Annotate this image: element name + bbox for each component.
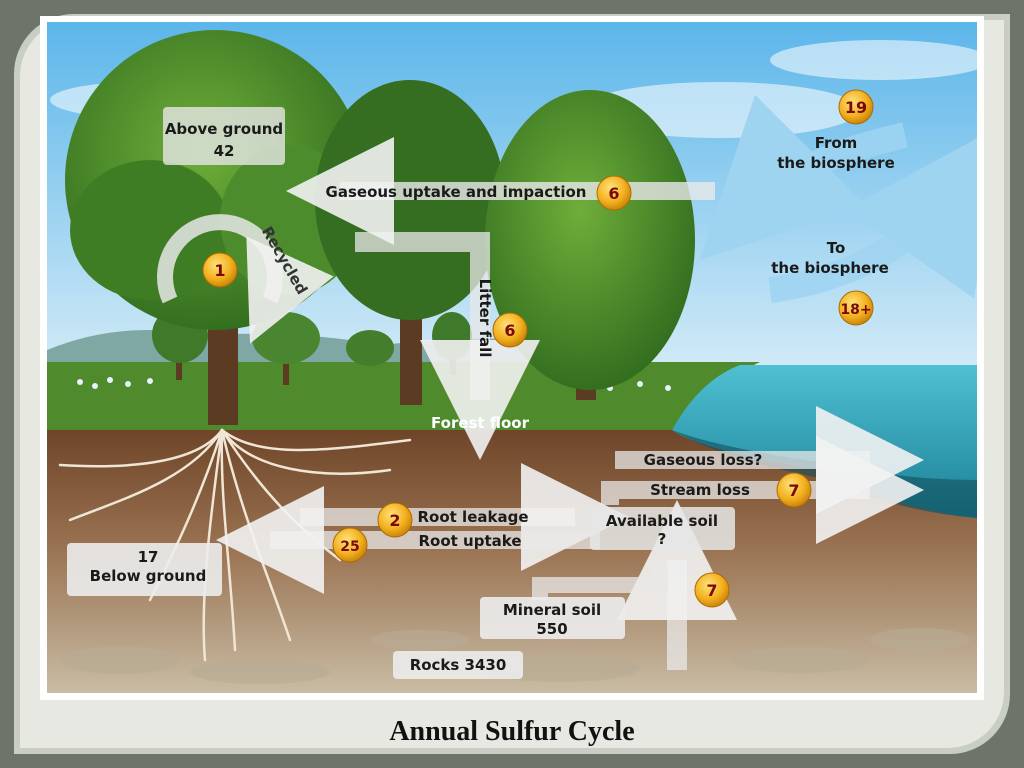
gaseous-uptake-label: Gaseous uptake and impaction	[326, 183, 587, 201]
from-biosphere-label-line2: the biosphere	[777, 154, 895, 172]
svg-text:7: 7	[788, 481, 799, 500]
mineral-soil-label: Mineral soil	[503, 601, 601, 619]
badge-litter-fall: 6	[492, 312, 528, 348]
to-biosphere-arrow	[768, 126, 977, 303]
available-soil-value: ?	[658, 530, 667, 548]
svg-text:6: 6	[504, 321, 515, 340]
svg-text:1: 1	[214, 261, 225, 280]
litter-fall-arrow	[355, 232, 540, 460]
to-biosphere-label-line1: To	[827, 239, 846, 257]
root-uptake-label: Root uptake	[418, 532, 521, 550]
mineral-soil-arrow	[532, 565, 668, 600]
from-biosphere-label-line1: From	[815, 134, 858, 152]
stream-loss-label: Stream loss	[650, 481, 750, 499]
recycled-cycle-arrow	[157, 214, 334, 344]
above-ground-label: Above ground	[165, 120, 283, 138]
badge-root-uptake: 25	[332, 527, 368, 563]
badge-recycled: 1	[202, 252, 238, 288]
mineral-soil-value: 550	[536, 620, 567, 638]
svg-text:6: 6	[608, 184, 619, 203]
badge-mineral-weathering: 7	[694, 572, 730, 608]
slide-caption: Annual Sulfur Cycle	[389, 716, 635, 747]
tree-right	[485, 90, 695, 400]
litter-fall-label: Litter fall	[476, 279, 494, 358]
rocks-label: Rocks 3430	[410, 656, 507, 674]
above-ground-box	[163, 107, 285, 165]
mineral-soil-box	[480, 597, 625, 639]
available-soil-box	[590, 507, 735, 550]
gaseous-loss-label: Gaseous loss?	[644, 451, 763, 469]
badge-gaseous-uptake: 6	[596, 175, 632, 211]
rocks-box	[393, 651, 523, 679]
below-ground-box	[67, 543, 222, 596]
badge-from-biosphere: 19	[838, 89, 874, 125]
svg-text:2: 2	[389, 511, 400, 530]
forest-floor-label: Forest floor	[431, 414, 530, 432]
svg-text:18+: 18+	[840, 302, 871, 318]
root-leakage-label: Root leakage	[418, 508, 529, 526]
svg-text:19: 19	[845, 98, 867, 117]
badge-to-biosphere: 18+	[838, 290, 874, 326]
badge-stream-loss: 7	[776, 472, 812, 508]
below-ground-value: 17	[138, 548, 159, 566]
svg-text:25: 25	[340, 539, 359, 555]
flowers	[77, 377, 671, 391]
above-ground-value: 42	[214, 142, 235, 160]
svg-text:7: 7	[706, 581, 717, 600]
below-ground-label: Below ground	[90, 567, 207, 585]
available-soil-label: Available soil	[606, 512, 718, 530]
badge-root-leakage: 2	[377, 502, 413, 538]
to-biosphere-label-line2: the biosphere	[771, 259, 889, 277]
sulfur-cycle-diagram: Above ground 42 Recycled Gaseous uptake …	[47, 22, 977, 693]
